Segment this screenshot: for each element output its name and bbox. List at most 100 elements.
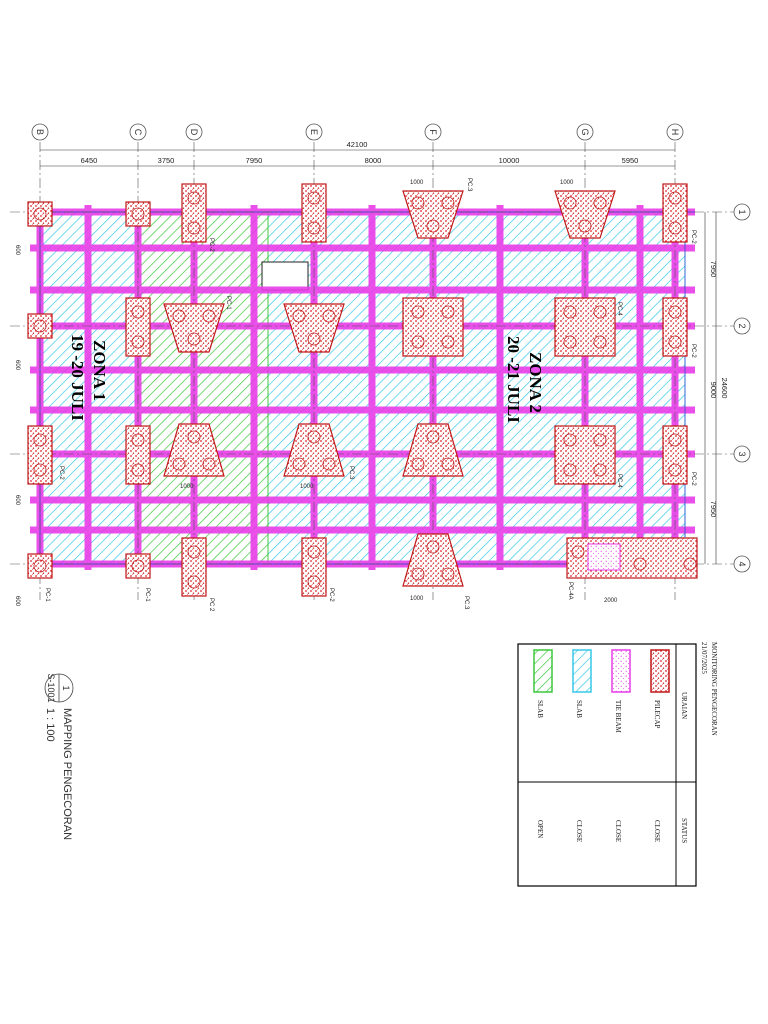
swatch-tiebeam xyxy=(611,649,631,693)
pilecap xyxy=(402,533,464,587)
pilecap xyxy=(301,537,327,597)
legend-label: TIE BEAM xyxy=(614,700,622,734)
grid-bubble: 4 xyxy=(733,555,751,573)
dim-small: 600 xyxy=(14,360,20,371)
dim-small: 600 xyxy=(14,596,20,607)
swatch-slab-green xyxy=(533,649,553,693)
grid-bubble: E xyxy=(305,123,323,141)
pilecap-inner xyxy=(587,543,621,571)
pc-label: PC-2 xyxy=(690,344,696,358)
pilecap xyxy=(402,297,464,357)
grid-bubble: G xyxy=(576,123,594,141)
slab-zone-green xyxy=(137,211,309,565)
dim-total-x: 42100 xyxy=(347,140,368,149)
legend: MONITORING PENGECORAN 21/07/2025 URAIAN … xyxy=(517,642,718,887)
pc-label: PC 2 xyxy=(208,598,214,612)
pilecap xyxy=(554,297,616,357)
drawing-title: 1 S-1001 MAPPING PENGECORAN 1 : 100 xyxy=(44,673,74,840)
pc-label: PC-2 xyxy=(328,588,334,602)
pilecap xyxy=(27,313,53,339)
dim-span-x: 5950 xyxy=(622,156,639,165)
pilecap xyxy=(163,303,225,353)
legend-status: CLOSE xyxy=(575,820,583,842)
swatch-pilecap xyxy=(650,649,670,693)
grid-bubble: C xyxy=(129,123,147,141)
svg-text:3: 3 xyxy=(737,451,747,456)
svg-text:F: F xyxy=(428,129,438,135)
pilecap xyxy=(662,425,688,485)
svg-text:H: H xyxy=(670,129,680,136)
legend-label: PILECAP xyxy=(653,700,661,729)
pc-label: PC-1 xyxy=(44,588,50,602)
pilecap xyxy=(27,553,53,579)
pilecap xyxy=(402,423,464,477)
dim-small: 600 xyxy=(14,495,20,506)
small-dims: 1000 1000 1000 1000 1000 2000 600 600 60… xyxy=(14,180,618,607)
dim-small: 1000 xyxy=(180,484,194,490)
svg-text:G: G xyxy=(580,128,590,135)
dim-span-x: 3750 xyxy=(158,156,175,165)
legend-title: MONITORING PENGECORAN xyxy=(710,642,718,736)
pilecap xyxy=(125,425,151,485)
zone-labels: ZONA 1 19 -20 JULI ZONA 2 20 -21 JULI xyxy=(68,334,545,423)
pc-label: PC.3 xyxy=(466,178,472,192)
pc-label: PC-1 xyxy=(225,296,231,310)
pc-label: PC-2 xyxy=(690,472,696,486)
legend-date: 21/07/2025 xyxy=(700,642,708,674)
dim-span-x: 8000 xyxy=(365,156,382,165)
legend-col-status: STATUS xyxy=(680,818,688,843)
pilecap xyxy=(27,201,53,227)
grid-bubble: F xyxy=(424,123,442,141)
dim-total-y: 24600 xyxy=(720,378,729,399)
zone-1-title: ZONA 1 xyxy=(90,340,109,401)
pc-label: PC.3 xyxy=(463,596,469,610)
svg-text:2: 2 xyxy=(737,323,747,328)
legend-status: CLOSE xyxy=(653,820,661,842)
pilecap xyxy=(181,537,207,597)
dim-span-x: 10000 xyxy=(499,156,520,165)
pilecap xyxy=(283,423,345,477)
zone-2-date: 20 -21 JULI xyxy=(504,336,523,423)
dim-small: 2000 xyxy=(604,598,618,604)
dimension-lines xyxy=(40,149,717,564)
grid-bubble: B xyxy=(31,123,49,141)
dim-small: 1000 xyxy=(410,180,424,186)
pilecap xyxy=(125,297,151,357)
dim-small: 600 xyxy=(14,245,20,256)
legend-status: CLOSE xyxy=(614,820,622,842)
dim-span-y: 9000 xyxy=(709,382,718,399)
drawing-scale: 1 : 100 xyxy=(44,708,56,742)
grid-bubble: D xyxy=(185,123,203,141)
drawing-name: MAPPING PENGECORAN xyxy=(61,708,73,840)
legend-label: SLAB xyxy=(575,700,583,718)
grid-bubble: 1 xyxy=(733,203,751,221)
swatch-slab-cyan xyxy=(572,649,592,693)
drawing-sheet: S-1001 xyxy=(46,673,56,702)
pilecap xyxy=(554,425,616,485)
pc-label: PC.3 xyxy=(348,466,354,480)
grid-bubbles: B C D E F G H 1 2 3 4 xyxy=(31,123,751,573)
dim-small: 1000 xyxy=(560,180,574,186)
svg-text:E: E xyxy=(309,129,319,135)
legend-label: SLAB xyxy=(536,700,544,718)
dim-small: 1000 xyxy=(410,596,424,602)
zone-1-date: 19 -20 JULI xyxy=(68,334,87,421)
pilecap xyxy=(181,183,207,243)
pc-label: PC-2 xyxy=(58,466,64,480)
pilecap-labels: PC-1 PC-2 PC.3 PC-4 PC-2 PC 2 PC-1 PC.3 … xyxy=(44,178,696,612)
pilecap xyxy=(662,297,688,357)
pilecap xyxy=(125,201,151,227)
grid-bubble: 3 xyxy=(733,445,751,463)
pilecap xyxy=(566,537,698,579)
dim-span-y: 7950 xyxy=(709,261,718,278)
pilecap xyxy=(27,425,53,485)
grid-bubble: 2 xyxy=(733,317,751,335)
pilecap xyxy=(662,183,688,243)
pilecaps xyxy=(27,183,698,597)
pilecap xyxy=(301,183,327,243)
pilecap xyxy=(163,423,225,477)
legend-col-uraian: URAIAN xyxy=(680,692,688,719)
svg-text:4: 4 xyxy=(737,561,747,566)
svg-text:B: B xyxy=(35,129,45,135)
